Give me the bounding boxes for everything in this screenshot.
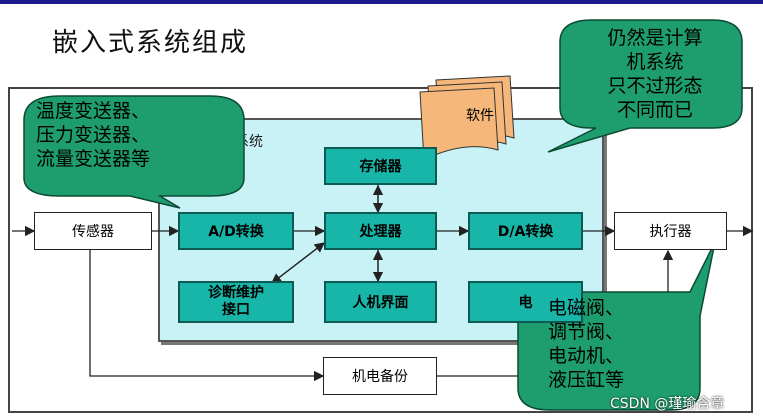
da-converter-box: D/A转换 [468, 212, 583, 250]
sensor-callout-text: 温度变送器、 压力变送器、 流量变送器等 [36, 100, 151, 170]
outer-frame [8, 87, 753, 413]
executor-box: 执行器 [614, 212, 727, 250]
computer-callout-text: 仍然是计算 机系统 只不过形态 不同而已 [607, 27, 703, 121]
sensor-callout-shape [23, 95, 245, 209]
hmi-box: 人机界面 [324, 281, 437, 323]
processor-diag-arrow [270, 242, 325, 284]
diagnostic-interface-box: 诊断维护 接口 [178, 281, 294, 323]
slide-title: 嵌入式系统组成 [52, 28, 249, 58]
backup-box: 机电备份 [323, 357, 437, 395]
watermark: CSDN @瑾瑜含章 [610, 396, 725, 412]
top-bar [0, 0, 763, 4]
backup-path [89, 249, 325, 382]
software-pages-icon [419, 75, 515, 161]
ad-converter-box: A/D转换 [178, 212, 294, 250]
software-label: 软件 [466, 108, 494, 124]
partially-hidden-box: 电 [468, 281, 583, 323]
processor-box: 处理器 [324, 212, 437, 250]
storage-box: 存储器 [324, 147, 437, 185]
computer-callout-shape [547, 19, 743, 153]
sensor-box: 传感器 [34, 212, 152, 250]
actuator-callout-text: 电磁阀、 调节阀、 电动机、 液压缸等 [548, 297, 625, 391]
